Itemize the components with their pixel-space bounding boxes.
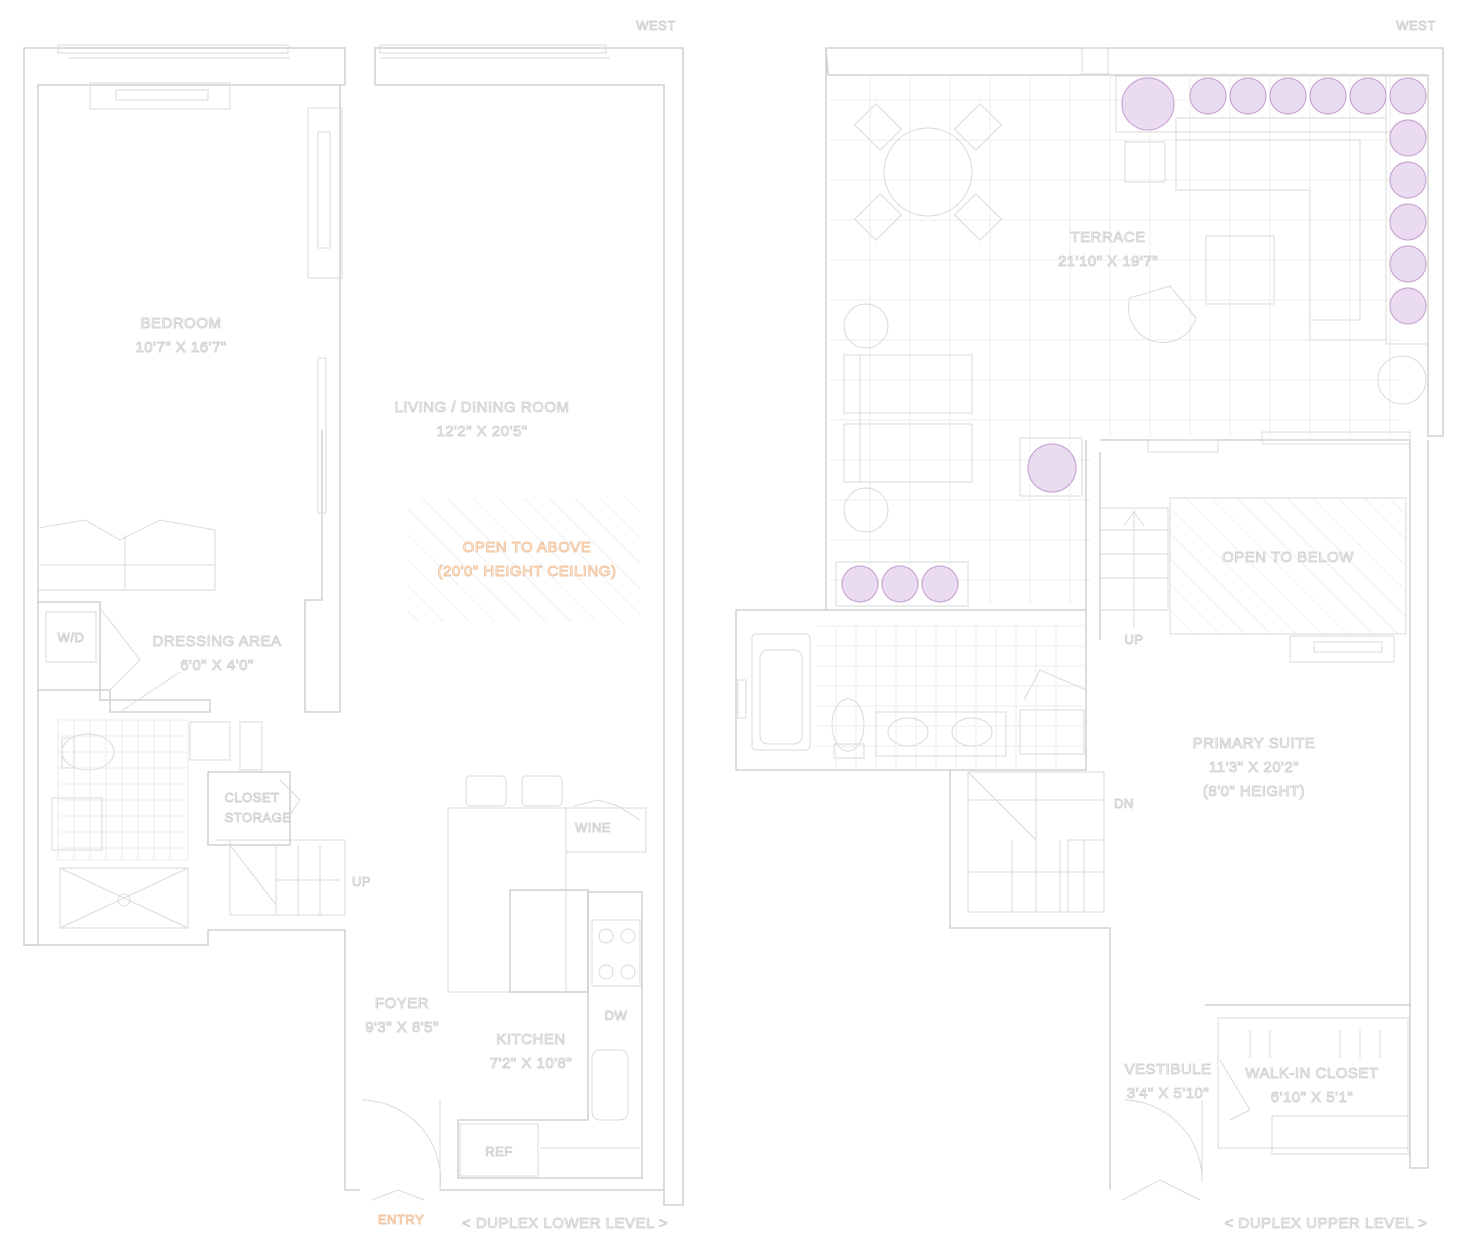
- wd-label: W/D: [58, 630, 85, 645]
- lower-level-title: < DUPLEX LOWER LEVEL >: [462, 1215, 668, 1232]
- dressing-name: DRESSING AREA: [152, 633, 281, 650]
- ref-label: REF: [485, 1144, 513, 1159]
- open-above-name: OPEN TO ABOVE: [463, 539, 592, 556]
- lower-up-label: UP: [352, 874, 371, 889]
- primary-height: (8'0" HEIGHT): [1203, 783, 1305, 800]
- open-above-dims: (20'0" HEIGHT CEILING): [438, 563, 617, 580]
- entry-label: ENTRY: [378, 1212, 424, 1227]
- bedroom-name: BEDROOM: [140, 315, 221, 332]
- kitchen-dims: 7'2" X 10'8": [490, 1055, 572, 1072]
- lower-level-plan: [23, 44, 684, 1206]
- bath-tile-grid: [58, 720, 188, 860]
- dw-label: DW: [605, 1008, 628, 1023]
- wine-label: WINE: [575, 820, 611, 835]
- living-name: LIVING / DINING ROOM: [394, 399, 569, 416]
- closet-name: CLOSET: [224, 790, 279, 805]
- open-below-name: OPEN TO BELOW: [1222, 549, 1354, 566]
- living-dims: 12'2" X 20'5": [436, 423, 527, 440]
- terrace-dims: 21'10" X 19'7": [1058, 253, 1158, 270]
- foyer-name: FOYER: [375, 995, 429, 1012]
- kitchen-name: KITCHEN: [496, 1031, 565, 1048]
- walkin-dims: 6'10" X 5'1": [1271, 1089, 1353, 1106]
- dn-label: DN: [1114, 796, 1134, 811]
- closet-sub: STORAGE: [225, 810, 292, 825]
- upper-level-title: < DUPLEX UPPER LEVEL >: [1224, 1215, 1427, 1232]
- walkin-name: WALK-IN CLOSET: [1245, 1065, 1378, 1082]
- dressing-dims: 6'0" X 4'0": [180, 657, 254, 674]
- bedroom-dims: 10'7" X 16'7": [135, 339, 226, 356]
- primary-dims: 11'3" X 20'2": [1209, 759, 1299, 776]
- terrace-name: TERRACE: [1070, 229, 1145, 246]
- vestibule-dims: 3'4" X 5'10": [1127, 1085, 1209, 1102]
- planter-shrubs: [841, 77, 1427, 603]
- lower-west-label: WEST: [636, 18, 676, 33]
- vestibule-name: VESTIBULE: [1124, 1061, 1211, 1078]
- primary-name: PRIMARY SUITE: [1193, 735, 1316, 752]
- upper-west-label: WEST: [1396, 18, 1436, 33]
- foyer-dims: 9'3" X 8'5": [365, 1019, 439, 1036]
- upper-up-label: UP: [1124, 632, 1143, 647]
- upper-level-plan: [735, 47, 1444, 1201]
